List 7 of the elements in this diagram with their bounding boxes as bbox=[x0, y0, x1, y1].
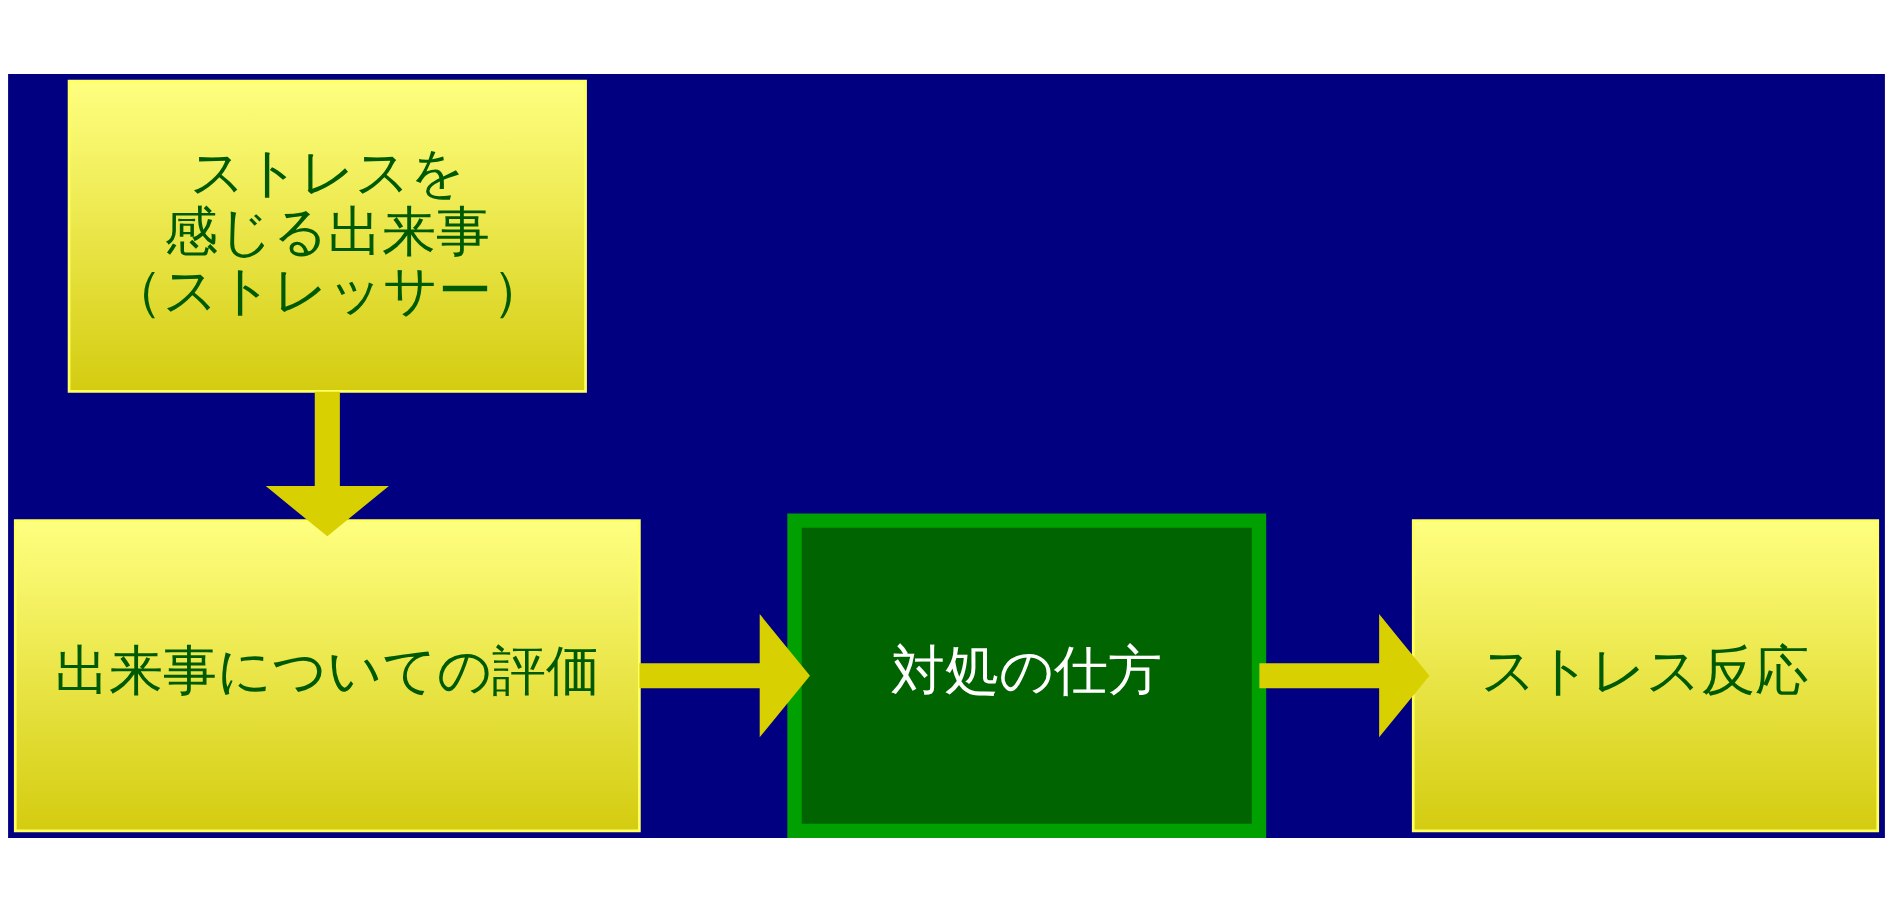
node-box: 対処の仕方 bbox=[787, 513, 1267, 838]
arrow bbox=[265, 391, 389, 537]
node-box: ストレス反応 bbox=[1411, 519, 1880, 833]
arrow bbox=[639, 614, 810, 738]
arrow bbox=[1259, 614, 1430, 738]
node-box: ストレスを感じる出来事（ストレッサー） bbox=[67, 79, 587, 393]
node-box: 出来事についての評価 bbox=[13, 519, 641, 833]
